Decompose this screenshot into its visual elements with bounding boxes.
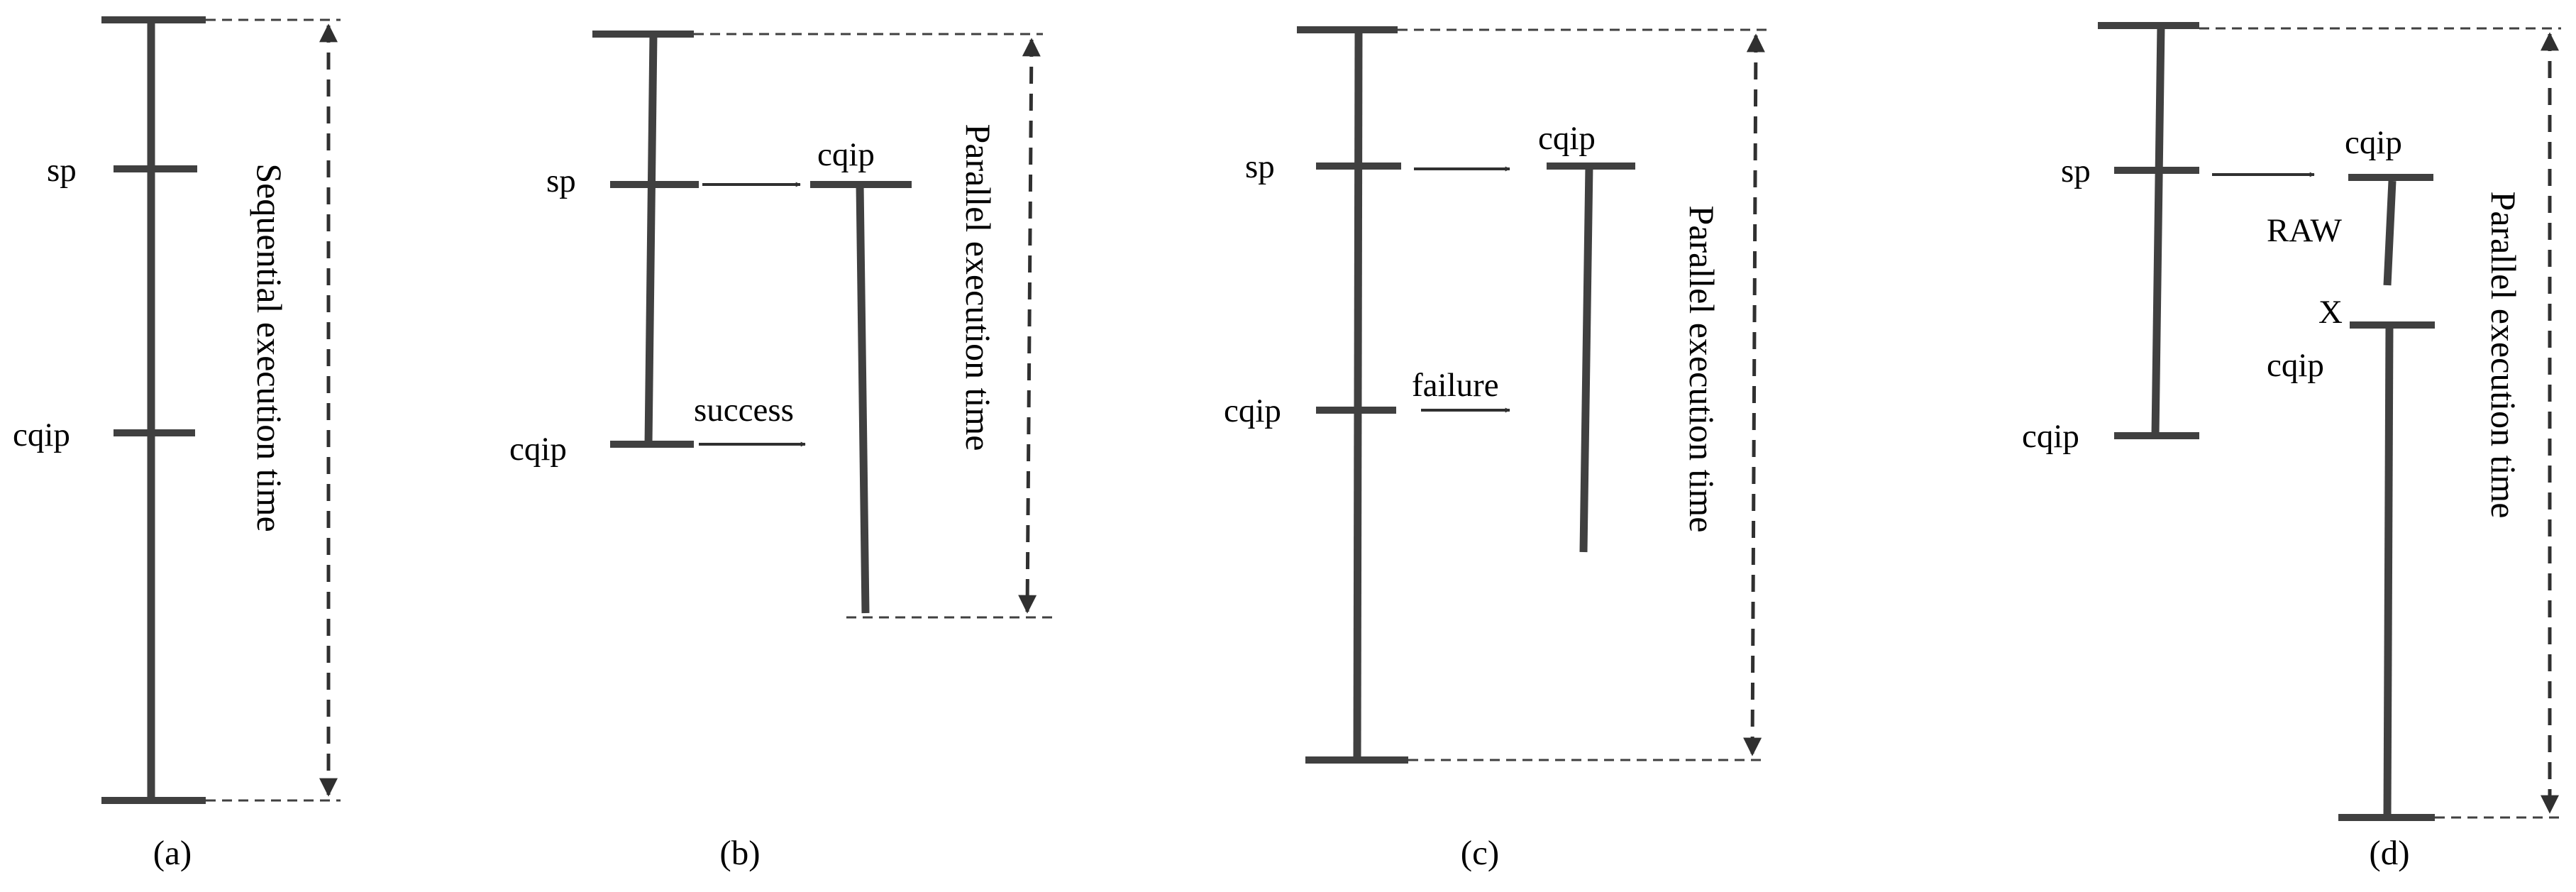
speculative-thread-line bbox=[1579, 165, 1593, 553]
cqip-main-label: cqip bbox=[1224, 392, 1281, 429]
caption-a: (a) bbox=[153, 833, 192, 872]
x-marker-label: X bbox=[2318, 294, 2343, 331]
panel-a: sp cqip Sequential execution time (a) bbox=[13, 16, 341, 872]
panel-c: sp cqip cqip failure Parallel execution … bbox=[1224, 26, 1767, 872]
parallel-time-dimension-arrow bbox=[1018, 38, 1041, 614]
parallel-time-dimension-arrow bbox=[1743, 33, 1765, 756]
cqip-main-label: cqip bbox=[2022, 418, 2079, 455]
panel-d: sp cqip cqip RAW X cqip Parallel executi… bbox=[2022, 22, 2561, 872]
cqip-restart-label: cqip bbox=[2267, 347, 2324, 384]
sequential-time-label: Sequential execution time bbox=[250, 163, 289, 532]
cqip-branch-label: cqip bbox=[2345, 124, 2402, 161]
parallel-time-label: Parallel execution time bbox=[2484, 192, 2524, 519]
caption-b: (b) bbox=[719, 833, 760, 872]
main-thread-line bbox=[1353, 29, 1363, 761]
failure-label: failure bbox=[1412, 367, 1499, 404]
sp-label: sp bbox=[1245, 148, 1275, 185]
sp-label: sp bbox=[546, 163, 576, 199]
sp-label: sp bbox=[47, 152, 77, 189]
parallel-time-label: Parallel execution time bbox=[958, 124, 998, 451]
caption-c: (c) bbox=[1461, 833, 1499, 872]
restarted-thread-line bbox=[2383, 324, 2394, 818]
cqip-label: cqip bbox=[13, 417, 70, 453]
caption-d: (d) bbox=[2369, 833, 2409, 872]
speculative-thread-line bbox=[856, 184, 870, 614]
raw-label: RAW bbox=[2267, 212, 2343, 249]
sp-label: sp bbox=[2061, 153, 2091, 189]
cqip-branch-label: cqip bbox=[1538, 120, 1596, 157]
cqip-branch-label: cqip bbox=[817, 136, 875, 173]
parallel-time-label: Parallel execution time bbox=[1682, 206, 1722, 533]
success-label: success bbox=[694, 392, 794, 429]
panel-b: sp cqip cqip success Parallel execution … bbox=[509, 31, 1054, 872]
main-thread-line bbox=[2151, 25, 2165, 436]
speculative-thread-line bbox=[2383, 180, 2397, 286]
main-thread-line bbox=[644, 33, 658, 445]
cqip-main-label: cqip bbox=[509, 431, 567, 468]
